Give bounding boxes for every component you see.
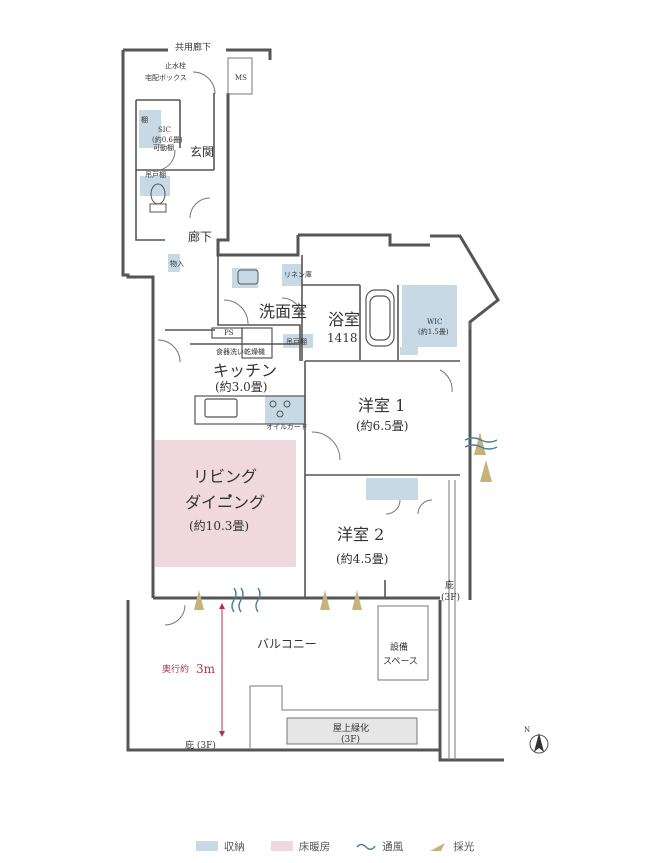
- legend-item-storage: 収納: [195, 839, 245, 854]
- bathtub-icon: [365, 289, 395, 347]
- wic-label: WIC: [427, 318, 442, 326]
- sic-label: SIC: [158, 126, 171, 134]
- depth-value: 3m: [196, 662, 216, 676]
- sic-size-label: (約0.6畳): [152, 135, 183, 144]
- living-label-line2: ・: [222, 487, 238, 506]
- legend-label-wind: 通風: [382, 840, 404, 853]
- eaves-right-floor-label: (3F): [441, 592, 460, 603]
- common-corridor-label: 共用廊下: [175, 41, 211, 53]
- entrance-label: 玄関: [190, 144, 214, 159]
- toilet-icon: [149, 183, 167, 213]
- light-arrows: [194, 432, 492, 610]
- light-icon: [430, 843, 446, 851]
- eaves-right-label: 庇: [445, 579, 454, 591]
- linen-label: リネン庫: [284, 270, 312, 279]
- sic-sub-label: 可動棚: [153, 143, 174, 152]
- equipment-label-line1: 設備: [390, 641, 408, 653]
- wind-icon: [356, 843, 376, 850]
- walls: [121, 48, 504, 762]
- legend-label-light: 採光: [453, 840, 475, 853]
- living-label-line3: ダイニング: [185, 493, 265, 512]
- western2-size-label: (約4.5畳): [336, 551, 388, 566]
- balcony-label: バルコニー: [257, 637, 317, 651]
- western1-size-label: (約6.5畳): [356, 418, 408, 433]
- bath-size-label: 1418: [327, 331, 358, 345]
- legend-label-floorheat: 床暖房: [298, 840, 331, 853]
- legend: 収納 床暖房 通風 採光: [0, 836, 670, 856]
- floorheat-swatch: [270, 841, 293, 851]
- north-label: N: [524, 726, 530, 734]
- legend-item-wind: 通風: [356, 839, 403, 854]
- ms-shaft: [227, 57, 253, 95]
- western1-label: 洋室 1: [358, 396, 405, 415]
- eaves-bottom-label: 庇 (3F): [185, 739, 216, 751]
- storage-swatch: [195, 841, 218, 851]
- wind-arrows: [231, 437, 498, 613]
- shelf-label: 棚: [141, 115, 148, 124]
- corridor-label: 廊下: [188, 229, 212, 244]
- kitchen-counter: [194, 327, 306, 425]
- meter-box-label: 止水栓: [165, 61, 186, 70]
- stove-icon: [269, 400, 291, 418]
- legend-item-floorheat: 床暖房: [270, 839, 331, 854]
- washroom-label: 洗面室: [259, 302, 307, 321]
- kitchen-label: キッチン: [213, 361, 277, 380]
- ms-label: MS: [235, 74, 247, 82]
- bath-label: 浴室: [328, 310, 360, 329]
- floor-heating-zone: [155, 440, 296, 567]
- delivery-box-label: 宅配ボックス: [145, 73, 187, 82]
- storage-zones: [139, 110, 457, 500]
- kitchen-size-label: (約3.0畳): [215, 379, 267, 394]
- rooftop-floor-label: (3F): [341, 734, 360, 745]
- ps-label: PS: [224, 329, 234, 337]
- equipment-space: [377, 605, 429, 681]
- storage-small-label: 物入: [170, 259, 184, 268]
- depth-label: 奥行約: [162, 663, 189, 675]
- shoe-shelf-label: 吊戸棚: [145, 170, 166, 179]
- interior-walls: [135, 93, 460, 598]
- kitchen-appliances-label: 食器洗い乾燥機: [216, 347, 265, 356]
- washbasin-icon: [237, 269, 259, 285]
- balcony-notch: [249, 685, 440, 750]
- living-label-line1: リビング: [193, 467, 257, 486]
- oil-guard-label: オイルガード: [266, 422, 308, 431]
- door-swings: [157, 71, 453, 626]
- equipment-label-line2: スペース: [383, 657, 418, 667]
- legend-label-storage: 収納: [223, 840, 245, 853]
- north-arrow-icon: N: [524, 726, 549, 754]
- legend-item-light: 採光: [429, 839, 474, 854]
- rooftop-green-label: 屋上緑化: [333, 722, 369, 734]
- side-balcony: [448, 322, 471, 760]
- kitchen-wall-shelf-label: 吊戸棚: [286, 337, 307, 346]
- wic-size-label: (約1.5畳): [418, 327, 449, 336]
- living-size-label: (約10.3畳): [189, 518, 249, 533]
- rooftop-green-box: [286, 717, 418, 745]
- western2-label: 洋室 2: [337, 525, 384, 544]
